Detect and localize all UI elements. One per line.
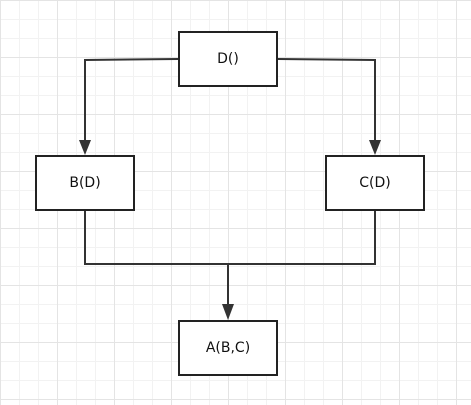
arrowhead-to-c xyxy=(369,140,381,155)
edge-d-to-c xyxy=(277,58,376,142)
arrowhead-to-a xyxy=(222,304,234,320)
node-c: C(D) xyxy=(325,155,425,211)
node-a: A(B,C) xyxy=(178,320,278,376)
edge-b-to-merge xyxy=(84,211,228,265)
arrowhead-to-b xyxy=(79,140,91,155)
node-a-label: A(B,C) xyxy=(205,340,251,356)
node-b-label: B(D) xyxy=(69,175,101,191)
node-c-label: C(D) xyxy=(359,175,391,191)
node-b: B(D) xyxy=(35,155,135,211)
edge-d-to-b xyxy=(84,58,179,142)
node-d-label: D() xyxy=(217,51,239,67)
node-d: D() xyxy=(178,31,278,87)
edge-c-to-merge xyxy=(228,211,376,265)
